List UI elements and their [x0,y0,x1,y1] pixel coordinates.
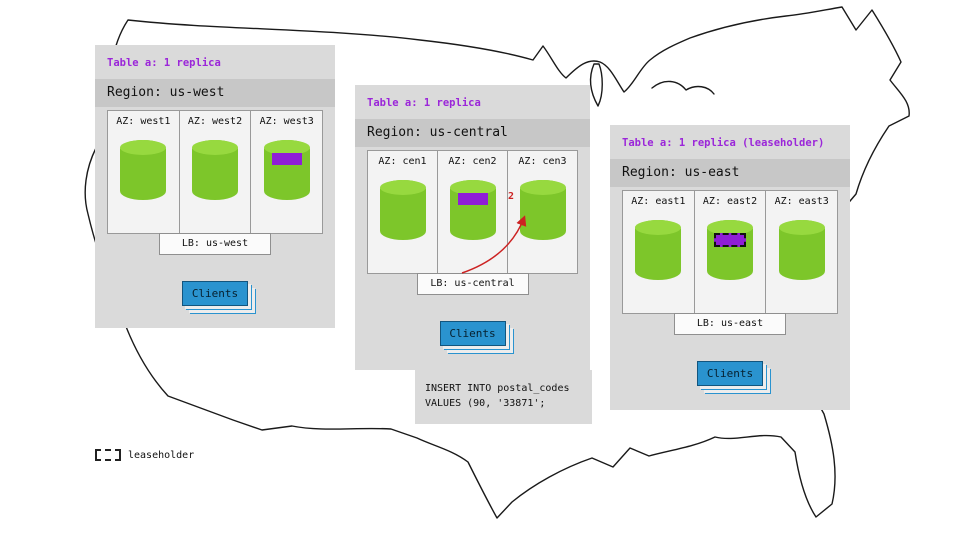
database-cylinder [192,140,238,200]
leaseholder-block [714,233,746,247]
clients-button-us-west[interactable]: Clients [182,281,248,306]
database-cylinder [707,220,753,280]
sql-statement: INSERT INTO postal_codes VALUES (90, '33… [415,370,592,424]
replica-block [457,193,488,205]
az-column-cen3: AZ: cen3 [508,151,577,273]
region-title: Region: us-west [95,79,335,107]
lake-michigan-outline [589,63,603,107]
az-label: AZ: cen1 [378,156,427,167]
az-label: AZ: east1 [631,196,686,207]
az-label: AZ: east3 [774,196,829,207]
az-column-east1: AZ: east1 [623,191,695,313]
database-cylinder [635,220,682,280]
database-cylinder [449,180,496,240]
arrow-step-label: 2 [508,191,515,202]
database-cylinder [778,220,825,280]
load-balancer-us-east: LB: us-east [674,313,786,335]
database-cylinder [120,140,167,200]
table-replica-label: Table a: 1 replica [367,97,481,109]
database-cylinder [263,140,310,200]
region-panel-us-west: Table a: 1 replica Region: us-west AZ: w… [95,45,335,328]
az-column-east3: AZ: east3 [766,191,837,313]
az-column-west1: AZ: west1 [108,111,180,233]
az-column-east2: AZ: east2 [695,191,767,313]
az-row: AZ: cen1 AZ: cen2 AZ: cen3 [367,150,578,274]
table-replica-label: Table a: 1 replica (leaseholder) [622,137,825,149]
legend-label: leaseholder [128,449,195,461]
az-label: AZ: cen3 [518,156,567,167]
az-label: AZ: cen2 [448,156,497,167]
az-label: AZ: west2 [187,116,243,127]
az-row: AZ: west1 AZ: west2 AZ: west3 [107,110,323,234]
sql-line-1: INSERT INTO postal_codes [425,383,570,394]
database-cylinder [379,180,426,240]
sql-line-2: VALUES (90, '33871'; [425,398,546,409]
az-label: AZ: west1 [116,116,171,127]
region-panel-us-east: Table a: 1 replica (leaseholder) Region:… [610,125,850,410]
table-replica-label: Table a: 1 replica [107,57,221,69]
leaseholder-swatch-icon [95,449,121,461]
az-column-cen1: AZ: cen1 [368,151,438,273]
lake-erie-outline [651,80,715,95]
az-column-west3: AZ: west3 [251,111,322,233]
az-row: AZ: east1 AZ: east2 AZ: east3 [622,190,838,314]
az-label: AZ: east2 [702,196,758,207]
load-balancer-us-central: LB: us-central [416,273,529,295]
clients-button-us-east[interactable]: Clients [697,361,763,386]
load-balancer-us-west: LB: us-west [159,233,271,255]
region-title: Region: us-east [610,159,850,187]
az-label: AZ: west3 [259,116,314,127]
az-column-cen2: AZ: cen2 [438,151,508,273]
region-panel-us-central: Table a: 1 replica Region: us-central AZ… [355,85,590,370]
database-cylinder [519,180,566,240]
clients-button-us-central[interactable]: Clients [439,321,506,346]
replica-block [271,153,302,165]
legend: leaseholder [95,449,194,461]
az-column-west2: AZ: west2 [180,111,252,233]
region-title: Region: us-central [355,119,590,147]
